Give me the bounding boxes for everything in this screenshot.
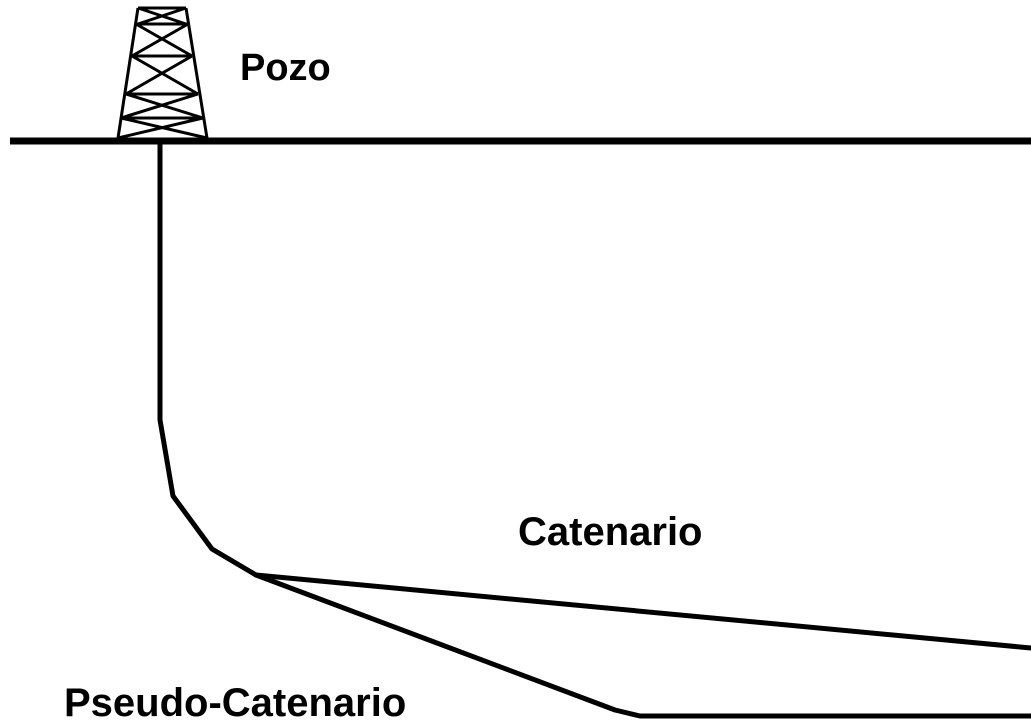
vertical-wellbore-path <box>157 138 259 578</box>
pseudo-catenary-label: Pseudo-Catenario <box>64 681 407 725</box>
well-label: Pozo <box>240 47 331 89</box>
pseudo-catenary-trajectory <box>253 572 1031 719</box>
catenary-label: Catenario <box>518 510 703 554</box>
drilling-rig-icon <box>116 6 209 140</box>
catenary-trajectory <box>253 572 1031 651</box>
